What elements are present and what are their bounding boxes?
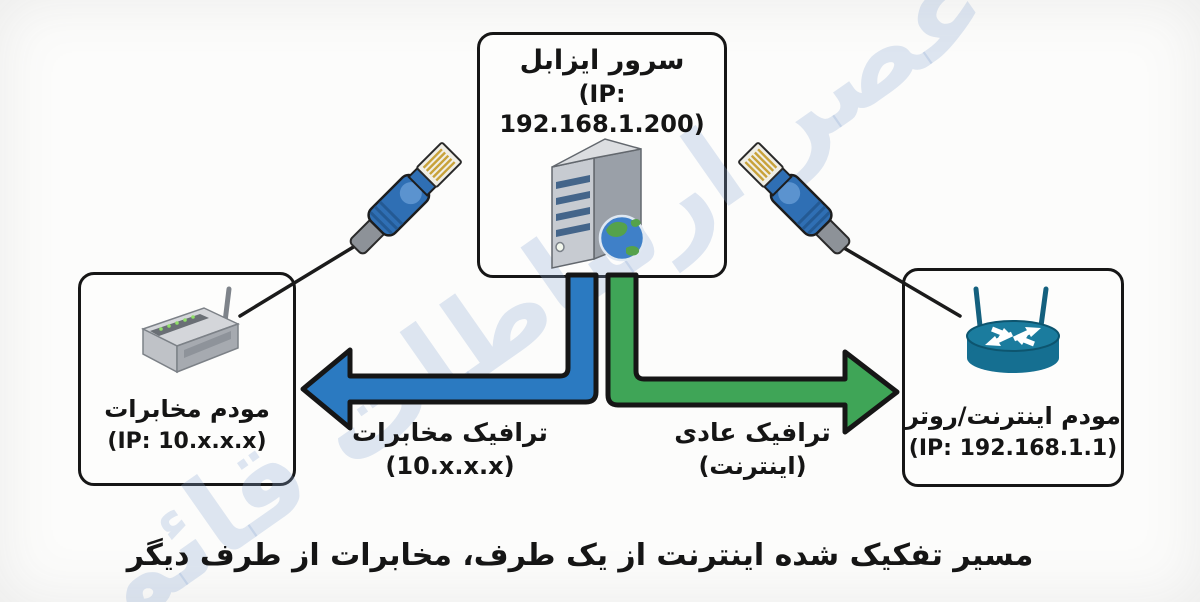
telecom-traffic-label: ترافیک مخابرات — [352, 418, 548, 447]
telecom-traffic-sublabel: (10.x.x.x) — [385, 452, 515, 480]
internet-traffic-arrow — [605, 272, 900, 435]
telecom-traffic-arrow — [300, 272, 599, 431]
ethernet-cable-left-icon — [349, 142, 462, 255]
ethernet-cable-right-icon — [738, 142, 851, 255]
internet-router-title: مودم اینترنت/روتر — [905, 402, 1121, 430]
server-ip: (IP: 192.168.1.200) — [499, 80, 705, 138]
telecom-modem-ip: (IP: 10.x.x.x) — [107, 429, 267, 454]
telecom-modem-title: مودم مخابرات — [104, 395, 270, 423]
server-title: سرور ایزابل — [519, 45, 685, 76]
internet-traffic-sublabel: (اینترنت) — [698, 452, 807, 480]
diagram-caption: مسیر تفکیک شده اینترنت از یک طرف، مخابرا… — [126, 538, 1034, 573]
internet-router-ip: (IP: 192.168.1.1) — [908, 436, 1118, 461]
internet-traffic-label: ترافیک عادی — [674, 418, 831, 447]
